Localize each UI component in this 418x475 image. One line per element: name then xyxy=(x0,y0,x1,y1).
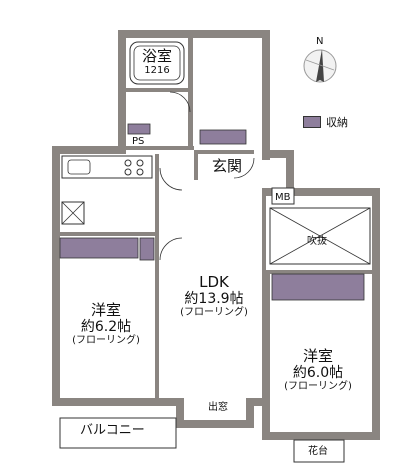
void-label: 吹抜 xyxy=(307,236,327,247)
bath-label: 浴室 1216 xyxy=(142,47,173,77)
ldk-name: LDK xyxy=(199,273,229,291)
western-right-label: 洋室 約6.0帖 (フローリング) xyxy=(276,347,360,393)
western-left-label: 洋室 約6.2帖 (フローリング) xyxy=(64,301,148,347)
balcony-label: バルコニー xyxy=(80,423,145,438)
void-area xyxy=(269,207,371,265)
bath-size: 1216 xyxy=(144,65,170,77)
legend: 収納 xyxy=(303,114,348,130)
western-right-size: 約6.0帖 xyxy=(292,365,344,382)
ldk-size: 約13.9帖 xyxy=(184,291,244,308)
flower-stand xyxy=(293,439,345,463)
door-swings xyxy=(159,91,255,261)
compass-label: N xyxy=(316,36,324,47)
western-left-floor: (フローリング) xyxy=(72,335,140,347)
western-left-size: 約6.2帖 xyxy=(80,319,132,336)
ps-label: PS xyxy=(132,136,145,147)
mb-label: MB xyxy=(275,192,291,203)
compass-icon xyxy=(303,49,337,83)
ldk-label: LDK 約13.9帖 (フローリング) xyxy=(172,273,256,319)
entrance-label: 玄関 xyxy=(212,157,243,175)
bathtub-icon xyxy=(129,41,185,85)
demado-label: 出窓 xyxy=(208,402,228,413)
balcony xyxy=(59,417,177,449)
western-right-floor: (フローリング) xyxy=(284,381,352,393)
kitchen-counter-icon xyxy=(61,155,153,179)
legend-label: 収納 xyxy=(326,116,348,129)
ldk-floor: (フローリング) xyxy=(180,307,248,319)
storage-areas xyxy=(59,123,365,301)
mb-box xyxy=(271,187,295,205)
legend-swatch xyxy=(303,116,321,128)
western-left-name: 洋室 xyxy=(90,301,121,319)
kadai-label: 花台 xyxy=(308,446,328,457)
western-right-name: 洋室 xyxy=(302,347,333,365)
bath-name: 浴室 xyxy=(142,47,173,65)
interior-walls xyxy=(60,38,372,406)
